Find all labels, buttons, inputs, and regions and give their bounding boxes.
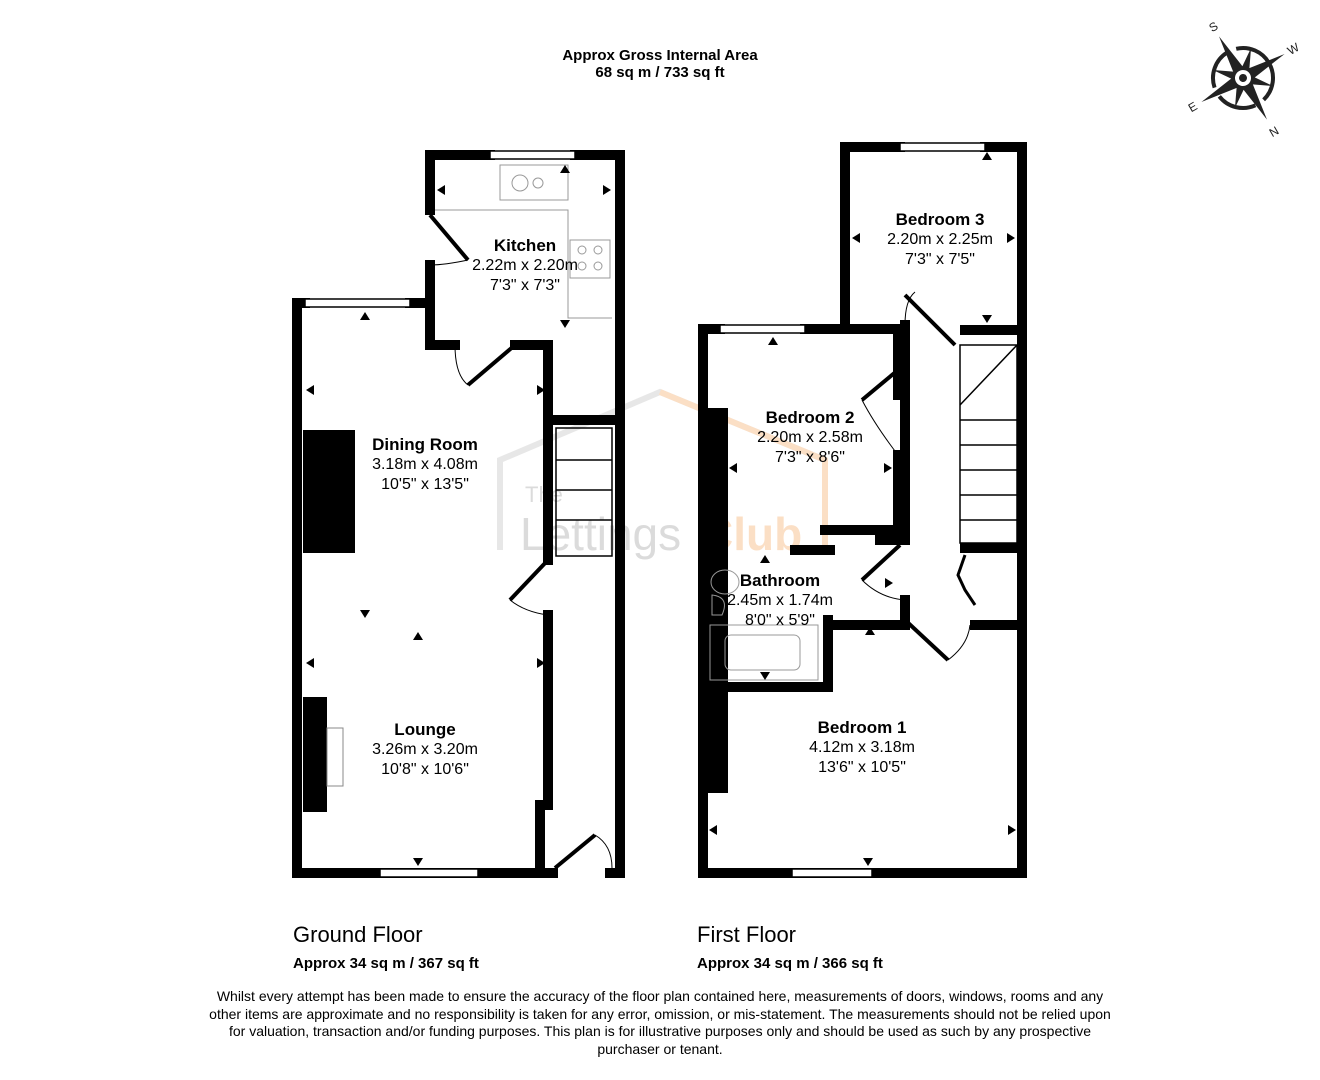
- room-imperial: 8'0" x 5'9": [745, 612, 815, 629]
- room-bathroom: Bathroom 2.45m x 1.74m 8'0" x 5'9": [727, 571, 833, 631]
- room-name: Kitchen: [493, 236, 557, 255]
- room-name: Bedroom 2: [765, 408, 855, 427]
- room-imperial: 7'3" x 8'6": [775, 449, 845, 466]
- room-metric: 2.45m x 1.74m: [727, 592, 833, 609]
- fireplace: [303, 697, 327, 812]
- room-name: Dining Room: [372, 435, 478, 454]
- ground-doors: [428, 213, 613, 870]
- room-name: Bathroom: [739, 571, 821, 590]
- kitchen-fittings: [435, 164, 612, 319]
- first-floor-doors: [860, 291, 977, 662]
- room-bedroom-1: Bedroom 1 4.12m x 3.18m 13'6" x 10'5": [809, 718, 915, 778]
- room-name: Bedroom 1: [817, 718, 907, 737]
- room-lounge: Lounge 3.26m x 3.20m 10'8" x 10'6": [372, 720, 478, 780]
- first-floor-area: Approx 34 sq m / 366 sq ft: [697, 955, 883, 972]
- room-metric: 2.22m x 2.20m: [472, 257, 578, 274]
- room-metric: 4.12m x 3.18m: [809, 739, 915, 756]
- room-bedroom-2: Bedroom 2 2.20m x 2.58m 7'3" x 8'6": [757, 408, 863, 468]
- first-floor-label: First Floor: [697, 922, 796, 947]
- ground-stairs: [555, 427, 613, 557]
- room-imperial: 7'3" x 7'3": [490, 277, 560, 294]
- ground-floor-windows: [304, 150, 576, 878]
- svg-text:S: S: [1207, 19, 1221, 35]
- svg-text:N: N: [1267, 123, 1282, 139]
- room-imperial: 7'3" x 7'5": [905, 251, 975, 268]
- room-metric: 3.26m x 3.20m: [372, 741, 478, 758]
- gross-area-value: 68 sq m / 733 sq ft: [595, 64, 725, 81]
- bathroom-fittings: [709, 569, 819, 681]
- gross-area-title: Approx Gross Internal Area: [562, 47, 758, 64]
- first-floor-walls: [698, 142, 1027, 878]
- compass-icon: S W N E: [1186, 19, 1302, 140]
- room-dining-room: Dining Room 3.18m x 4.08m 10'5" x 13'5": [372, 435, 478, 495]
- ground-floor-label: Ground Floor: [293, 922, 423, 947]
- ground-floor-walls: [292, 150, 625, 878]
- room-metric: 2.20m x 2.58m: [757, 429, 863, 446]
- first-floor-windows: [719, 142, 986, 878]
- svg-text:E: E: [1186, 99, 1200, 115]
- disclaimer-text: Whilst every attempt has been made to en…: [209, 988, 1111, 1057]
- hearth: [326, 727, 344, 787]
- room-metric: 2.20m x 2.25m: [887, 231, 993, 248]
- room-imperial: 10'5" x 13'5": [381, 476, 469, 493]
- room-imperial: 13'6" x 10'5": [818, 759, 906, 776]
- ground-floor-area: Approx 34 sq m / 367 sq ft: [293, 955, 479, 972]
- first-floor-chimney: [708, 408, 728, 793]
- svg-text:W: W: [1285, 40, 1302, 58]
- room-bedroom-3: Bedroom 3 2.20m x 2.25m 7'3" x 7'5": [887, 210, 993, 270]
- chimney-breast: [303, 430, 355, 553]
- dimension-arrows: [306, 152, 1016, 866]
- room-metric: 3.18m x 4.08m: [372, 456, 478, 473]
- first-floor-stairs: [959, 344, 1018, 544]
- room-imperial: 10'8" x 10'6": [381, 761, 469, 778]
- gross-area-header: Approx Gross Internal Area 68 sq m / 733…: [460, 47, 860, 81]
- room-kitchen: Kitchen 2.22m x 2.20m 7'3" x 7'3": [472, 236, 578, 296]
- room-name: Bedroom 3: [895, 210, 985, 229]
- room-name: Lounge: [394, 720, 456, 739]
